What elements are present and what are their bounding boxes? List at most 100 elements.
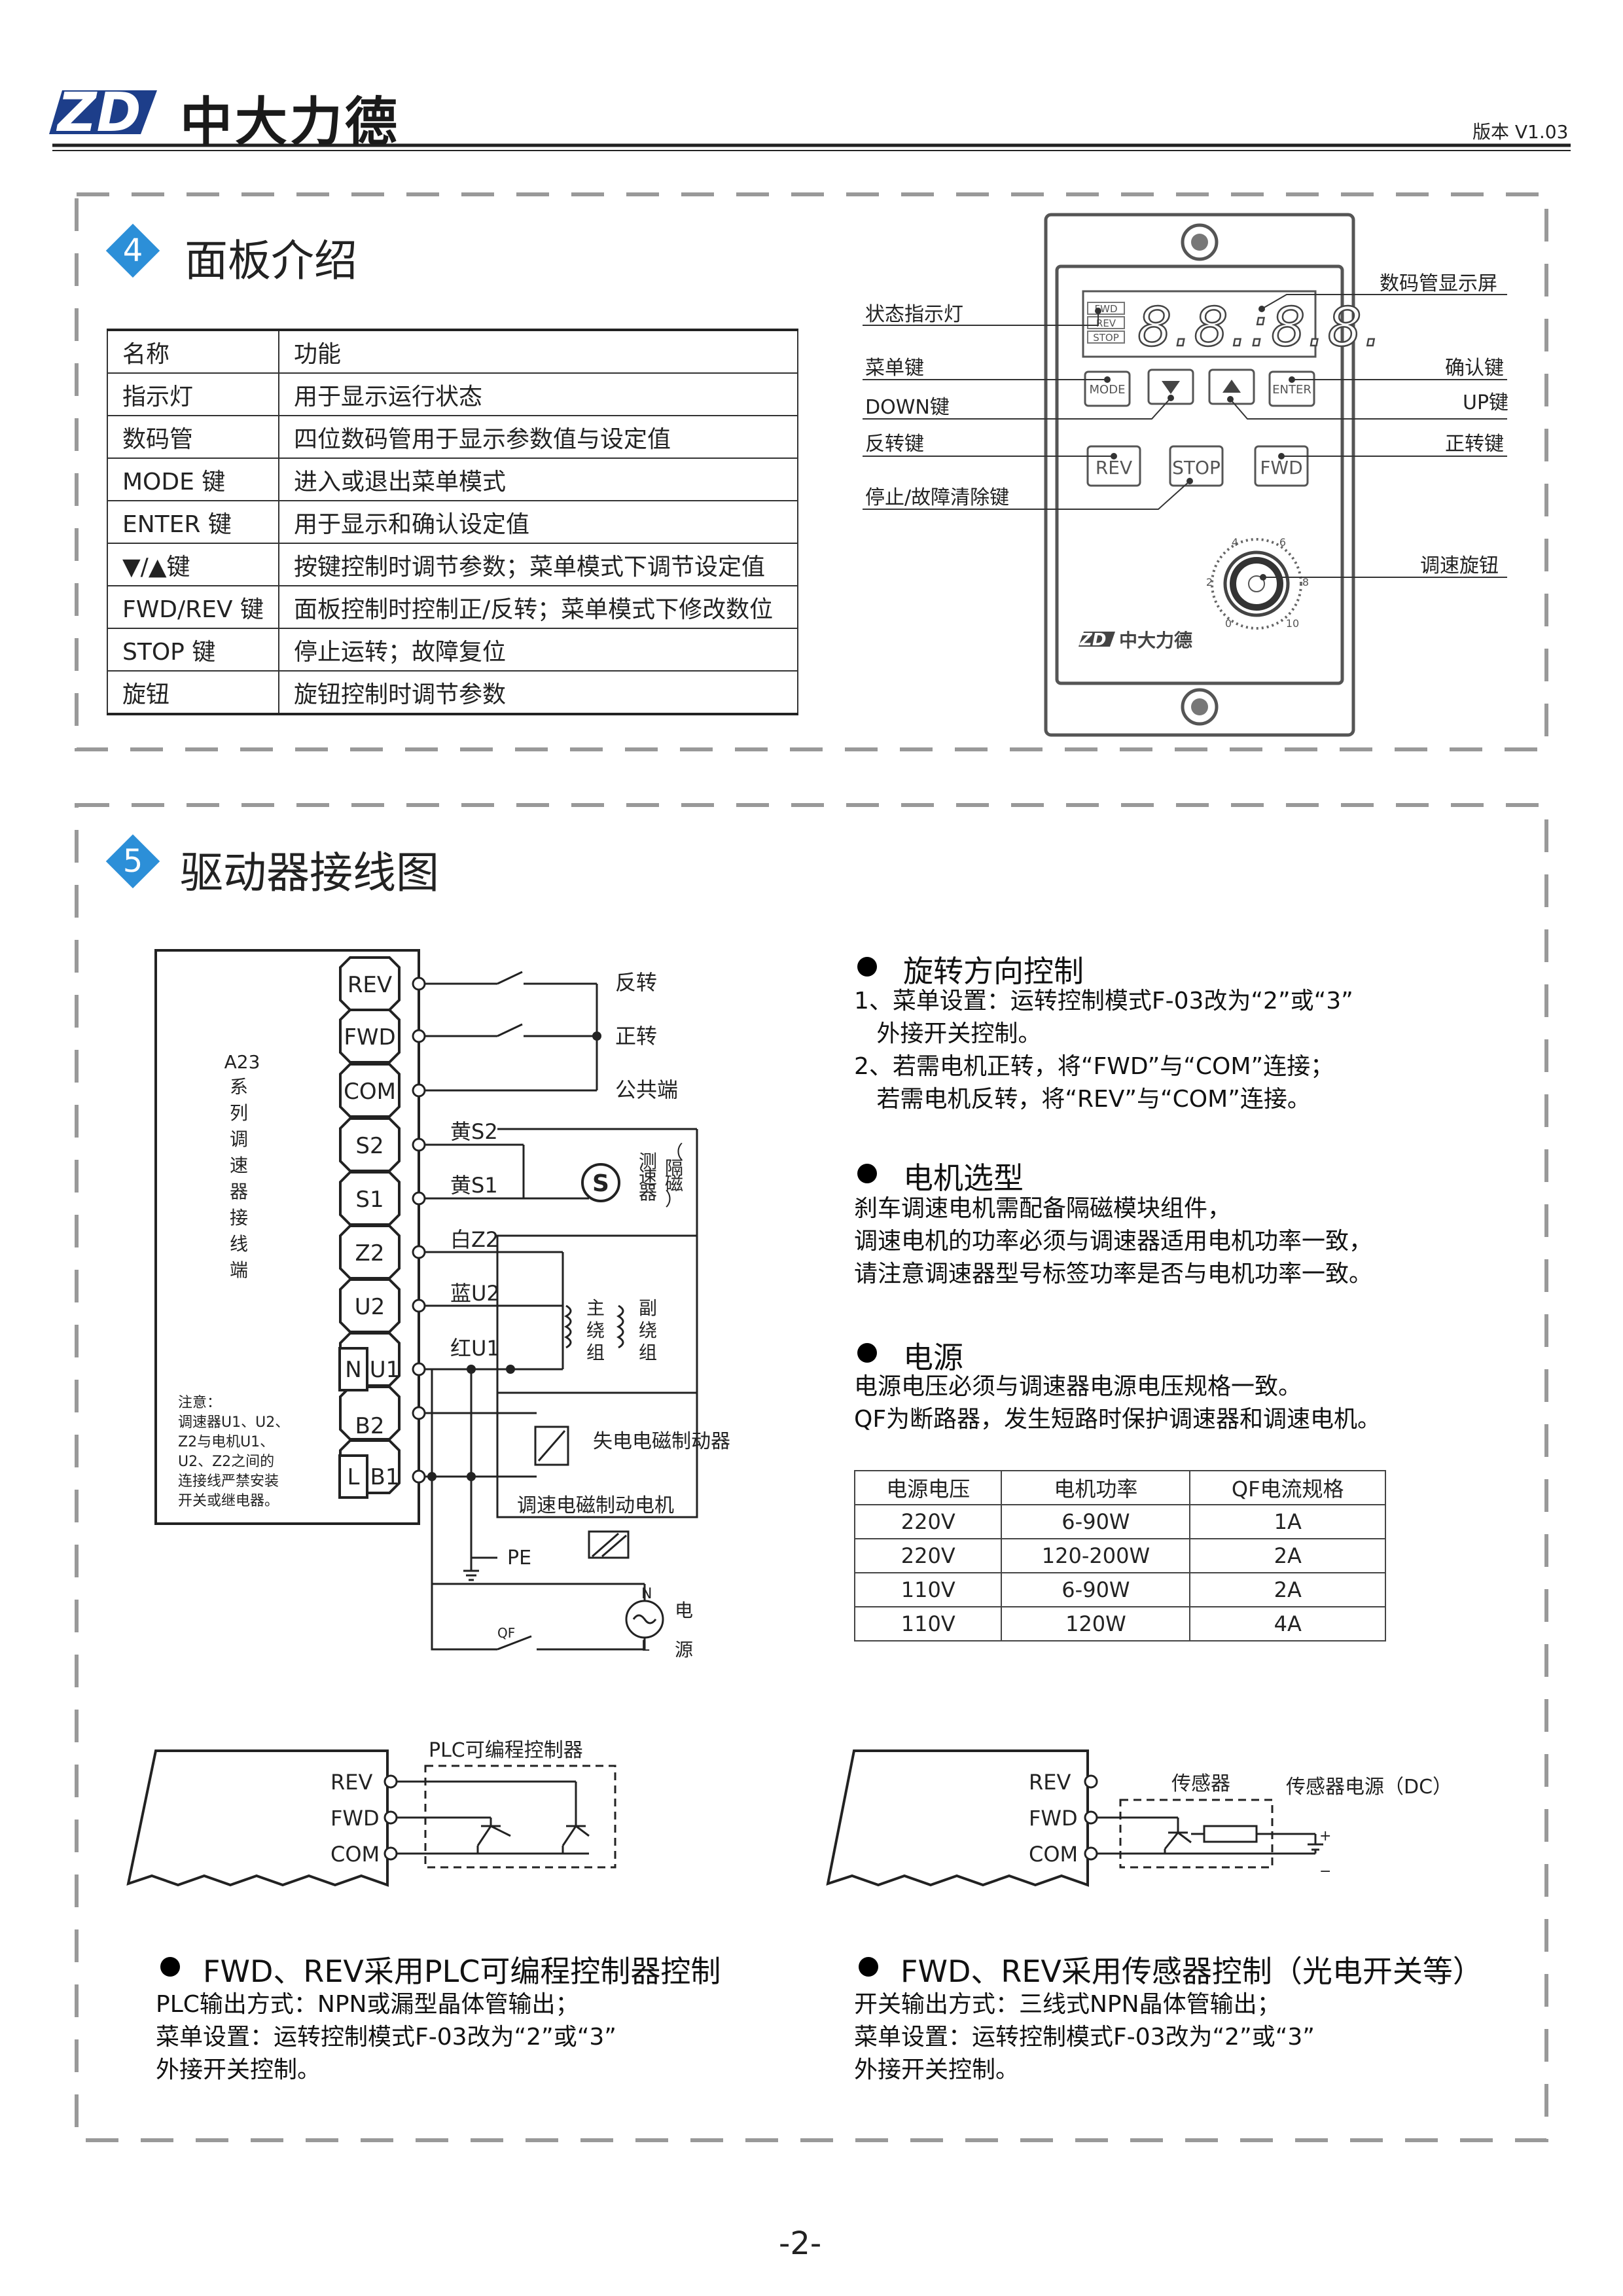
table-row: 旋钮 旋钮控制时调节参数 bbox=[107, 670, 799, 715]
winding-aux-char: 副 bbox=[639, 1297, 657, 1319]
power-label-char: 电 bbox=[675, 1600, 693, 1621]
wire-label-u1: 红U1 bbox=[450, 1336, 500, 1361]
callout-display: 数码管显示屏 bbox=[1380, 272, 1497, 295]
plc-terminal-rev: REV bbox=[330, 1770, 372, 1795]
sensor-line: 菜单设置：运转控制模式F-03改为“2”或“3” bbox=[854, 2024, 1315, 2051]
plc-terminal-fwd: FWD bbox=[330, 1806, 380, 1831]
bullet-icon bbox=[857, 1343, 877, 1363]
svg-text:2: 2 bbox=[1206, 576, 1213, 588]
wiring-diagram: REV FWD COM S2 S1 Z2 U2 N U1 B2 L B1 系列调… bbox=[154, 949, 730, 1660]
table-header-cell: 名称 bbox=[107, 329, 279, 374]
terminal-s1: S1 bbox=[355, 1187, 383, 1213]
callout-fwd-key: 正转键 bbox=[1445, 433, 1504, 456]
direction-line: 2、若需电机正转，将“FWD”与“COM”连接； bbox=[854, 1053, 1334, 1080]
switch-label-common: 公共端 bbox=[615, 1077, 678, 1102]
sensor-box-label: 传感器 bbox=[1171, 1772, 1230, 1795]
sensor-label-char: 器 bbox=[639, 1182, 657, 1204]
control-panel-drawing: FWD REV STOP 8.8.:8.8. MODE ENTER REV ST… bbox=[863, 213, 1508, 737]
svg-text:开关或继电器。: 开关或继电器。 bbox=[178, 1493, 279, 1509]
direction-line: 外接开关控制。 bbox=[854, 1020, 1042, 1047]
callout-status-led: 状态指示灯 bbox=[865, 303, 963, 326]
table-cell: 四位数码管用于显示参数值与设定值 bbox=[277, 415, 799, 459]
motor-line: 刹车调速电机需配备隔磁模块组件， bbox=[854, 1195, 1232, 1222]
section5-title: 驱动器接线图 bbox=[180, 848, 439, 898]
svg-text:Z2与电机U1、: Z2与电机U1、 bbox=[178, 1434, 274, 1450]
stop-button-label: STOP bbox=[1172, 457, 1221, 478]
table-header-cell: QF电流规格 bbox=[1189, 1470, 1386, 1505]
switch-label-fwd: 正转 bbox=[615, 1024, 657, 1049]
sensor-label-char: 速 bbox=[639, 1166, 657, 1188]
section4-frame bbox=[75, 192, 1548, 751]
power-title: 电源 bbox=[903, 1340, 963, 1375]
sensor-label-char: 磁 bbox=[665, 1173, 683, 1194]
table-cell: 120-200W bbox=[1001, 1538, 1191, 1573]
motor-line: 请注意调速器型号标签功率是否与电机功率一致。 bbox=[854, 1261, 1373, 1287]
switch-label-rev: 反转 bbox=[615, 970, 657, 995]
table-cell: ENTER 键 bbox=[107, 500, 279, 544]
table-cell: 面板控制时控制正/反转；菜单模式下修改数位 bbox=[277, 585, 799, 629]
terminal-fwd: FWD bbox=[344, 1024, 395, 1050]
callout-up-key: UP键 bbox=[1463, 391, 1508, 414]
terminal-rev: REV bbox=[348, 972, 392, 998]
header-graphics: ZD bbox=[49, 82, 1571, 151]
sensor-label-char: ） bbox=[665, 1189, 683, 1210]
table-cell: 4A bbox=[1189, 1606, 1386, 1641]
table-cell: FWD/REV 键 bbox=[107, 585, 279, 629]
table-header-row: 电源电压 电机功率 QF电流规格 bbox=[853, 1470, 1386, 1505]
table-cell: 120W bbox=[1001, 1606, 1191, 1641]
stop-button[interactable] bbox=[1169, 445, 1224, 487]
up-arrow-icon bbox=[1222, 380, 1241, 393]
terminal-block-label-char: 列 bbox=[230, 1102, 248, 1124]
led-fwd bbox=[1087, 302, 1125, 315]
winding-main-char: 组 bbox=[586, 1342, 605, 1363]
table-cell: 1A bbox=[1189, 1504, 1386, 1539]
section5-number: 5 bbox=[123, 843, 143, 880]
section5-frame bbox=[75, 803, 1548, 2142]
brand-name: 中大力德 bbox=[180, 92, 400, 152]
table-row: MODE 键 进入或退出菜单模式 bbox=[107, 457, 799, 501]
winding-main-char: 绕 bbox=[586, 1319, 605, 1341]
terminal-com: COM bbox=[344, 1079, 396, 1105]
table-cell: 2A bbox=[1189, 1572, 1386, 1607]
brake-label: 失电电磁制动器 bbox=[593, 1430, 730, 1453]
pe-label: PE bbox=[507, 1547, 531, 1570]
table-cell: 停止运转；故障复位 bbox=[277, 628, 799, 672]
svg-text:U2、Z2之间的: U2、Z2之间的 bbox=[178, 1454, 274, 1470]
callout-stop-key: 停止/故障清除键 bbox=[865, 486, 1009, 509]
wiring-note: 注意： 调速器U1、U2、 Z2与电机U1、 U2、Z2之间的 连接线严禁安装 … bbox=[178, 1395, 289, 1509]
table-cell: 110V bbox=[853, 1606, 1003, 1641]
svg-text:连接线严禁安装: 连接线严禁安装 bbox=[178, 1473, 279, 1490]
plc-line: 菜单设置：运转控制模式F-03改为“2”或“3” bbox=[156, 2024, 616, 2051]
speed-knob[interactable] bbox=[1211, 538, 1302, 630]
table-cell: 按键控制时调节参数；菜单模式下调节设定值 bbox=[277, 543, 799, 586]
l-label: L bbox=[641, 1638, 650, 1655]
svg-text:6: 6 bbox=[1279, 536, 1286, 548]
winding-aux-char: 组 bbox=[639, 1342, 657, 1363]
svg-text:10: 10 bbox=[1286, 617, 1299, 630]
sensor-line: 外接开关控制。 bbox=[854, 2056, 1020, 2083]
callout-down-key: DOWN键 bbox=[865, 396, 950, 419]
section4-title: 面板介绍 bbox=[185, 236, 357, 286]
table-cell: 6-90W bbox=[1001, 1572, 1191, 1607]
enter-button-label: ENTER bbox=[1272, 383, 1311, 397]
plus-sign: + bbox=[1319, 1828, 1331, 1844]
motor-line: 调速电机的功率必须与调速器适用电机功率一致， bbox=[854, 1228, 1373, 1255]
table-cell: 110V bbox=[853, 1572, 1003, 1607]
table-cell: 2A bbox=[1189, 1538, 1386, 1573]
bullet-icon bbox=[160, 1957, 180, 1977]
sensor-terminal-fwd: FWD bbox=[1029, 1806, 1078, 1831]
mode-button-label: MODE bbox=[1090, 383, 1126, 397]
callout-rev-key: 反转键 bbox=[865, 433, 924, 456]
table-row: ENTER 键 用于显示和确认设定值 bbox=[107, 500, 799, 544]
bullet-icon bbox=[859, 1957, 878, 1977]
terminal-block-label-char: 器 bbox=[230, 1181, 248, 1202]
table-row: 指示灯 用于显示运行状态 bbox=[107, 372, 799, 416]
table-row: 数码管 四位数码管用于显示参数值与设定值 bbox=[107, 415, 799, 459]
table-row: 110V 120W 4A bbox=[853, 1606, 1386, 1641]
fwd-button-label: FWD bbox=[1260, 457, 1302, 478]
terminal-u2: U2 bbox=[355, 1294, 385, 1320]
sensor-symbol: S bbox=[592, 1170, 609, 1197]
plc-line: 外接开关控制。 bbox=[156, 2056, 321, 2083]
plc-line: PLC输出方式：NPN或漏型晶体管输出； bbox=[156, 1991, 579, 2018]
